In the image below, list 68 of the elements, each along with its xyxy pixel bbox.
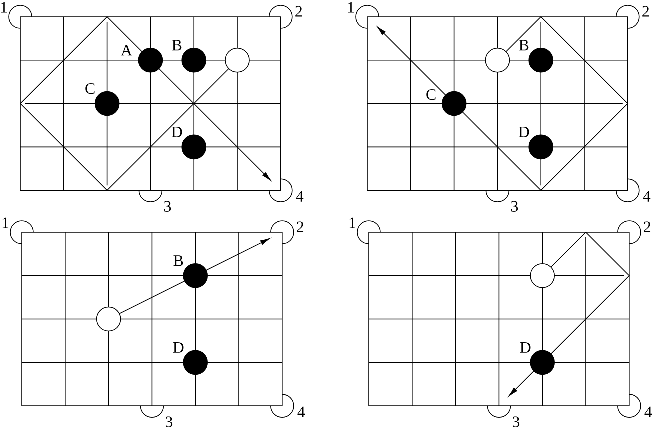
ball — [183, 350, 208, 376]
ball — [182, 134, 207, 160]
billiard-table — [368, 232, 630, 406]
pocket-number: 3 — [164, 201, 172, 212]
pocket — [138, 190, 163, 202]
pocket-number: 2 — [644, 222, 650, 232]
pocket — [270, 394, 294, 418]
ball-label: B — [174, 256, 184, 266]
pocket — [616, 5, 640, 29]
path-line — [462, 16, 628, 192]
ball — [528, 134, 554, 160]
billiard-table — [367, 16, 628, 191]
ball — [138, 48, 164, 73]
pocket — [269, 5, 293, 29]
path-arrow — [509, 370, 535, 396]
ball-label: B — [172, 40, 182, 51]
pocket-number: 3 — [511, 201, 518, 212]
ball-label: C — [426, 89, 436, 100]
billiard-table — [22, 232, 283, 406]
path-line — [119, 280, 186, 314]
pocket-number: 1 — [1, 2, 8, 13]
pocket-number: 4 — [298, 406, 306, 418]
ball — [182, 48, 207, 73]
path-line — [550, 232, 630, 355]
pocket-number: 4 — [296, 191, 304, 202]
cue-ball — [96, 306, 122, 332]
path-line — [20, 16, 230, 192]
pocket — [486, 190, 510, 202]
pocket-number: 3 — [512, 416, 520, 428]
pocket-number: 1 — [350, 218, 356, 228]
pocket — [8, 5, 32, 29]
pocket — [140, 406, 164, 418]
ball — [530, 350, 555, 376]
pocket-number: 2 — [642, 6, 649, 17]
pocket-number: 1 — [348, 2, 354, 13]
pocket — [270, 220, 294, 244]
ball-label: D — [173, 342, 184, 353]
pocket — [357, 220, 381, 244]
pocket — [10, 220, 34, 244]
pocket — [356, 5, 380, 29]
pocket-number: 2 — [297, 222, 304, 232]
cue-ball — [225, 48, 250, 73]
pocket — [618, 394, 642, 418]
pocket — [269, 178, 293, 202]
ball — [94, 91, 120, 116]
pocket-number: 3 — [166, 416, 173, 428]
ball — [183, 263, 208, 288]
pocket-number: 2 — [296, 6, 302, 17]
cue-ball — [485, 48, 510, 73]
path-arrow — [158, 68, 272, 181]
pocket-number: 4 — [643, 191, 651, 202]
cue-ball — [530, 263, 555, 288]
pocket — [487, 406, 512, 418]
ball — [528, 48, 554, 73]
ball-label: B — [519, 40, 529, 51]
path-arrow — [206, 238, 270, 271]
ball — [442, 91, 467, 116]
pocket — [616, 178, 640, 202]
ball-label: D — [520, 342, 531, 353]
pocket-number: 1 — [2, 218, 9, 228]
pocket-number: 4 — [644, 406, 652, 418]
ball-label: A — [121, 45, 132, 56]
path-arrow — [377, 26, 446, 96]
billiard-table — [20, 16, 282, 191]
ball-label: D — [172, 126, 182, 138]
ball-label: C — [86, 83, 95, 94]
pocket — [618, 220, 642, 244]
ball-label: D — [518, 126, 530, 138]
